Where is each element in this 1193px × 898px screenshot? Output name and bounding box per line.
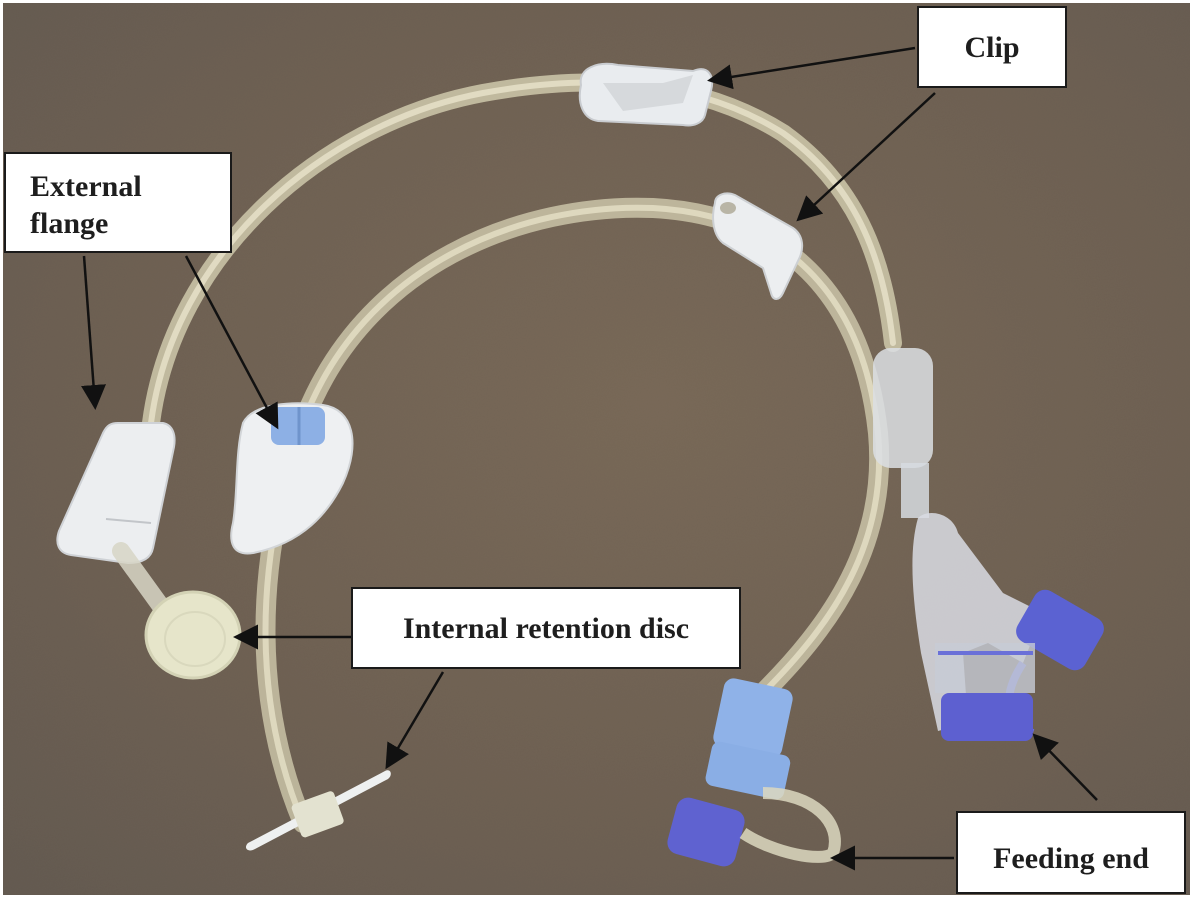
flange-plate (230, 402, 354, 555)
label-internal-retention-disc-text: Internal retention disc (402, 612, 690, 645)
label-external-flange-line2: flange (30, 207, 109, 240)
label-internal-retention-disc: Internal retention disc (351, 587, 741, 669)
label-feeding-end-text: Feeding end (993, 842, 1149, 875)
label-feeding-end: Feeding end (956, 811, 1186, 894)
clip-top (578, 63, 713, 127)
clip-middle (712, 192, 804, 300)
y-connector (873, 348, 1104, 741)
label-external-flange-line1: External (30, 170, 142, 203)
label-clip-text: Clip (964, 31, 1020, 64)
label-external-flange: External flange (4, 152, 232, 253)
retention-disc-flat (245, 770, 391, 851)
purple-cap-port (667, 797, 745, 867)
device-photo (3, 3, 1190, 895)
purple-cap-side (1016, 589, 1104, 671)
retention-disc-round (144, 590, 242, 680)
label-clip: Clip (917, 6, 1067, 88)
purple-cap-bottom (941, 693, 1033, 741)
